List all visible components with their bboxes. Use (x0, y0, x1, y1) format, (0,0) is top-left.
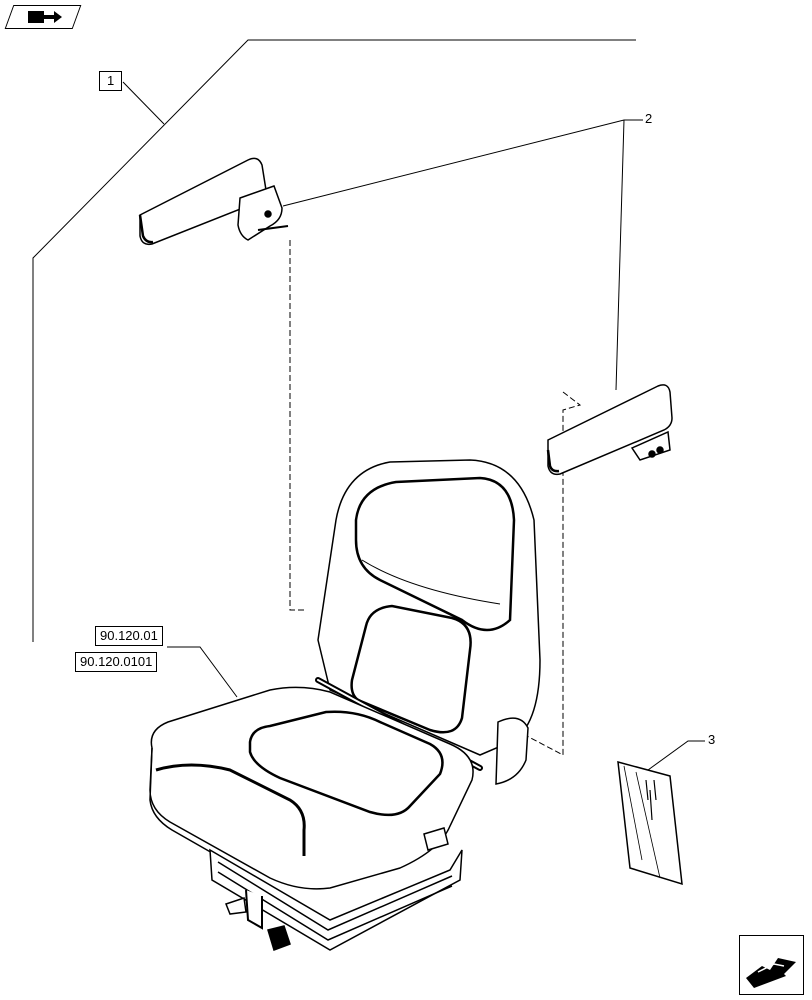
callout-item-3[interactable]: 3 (708, 732, 716, 747)
armrest-right (546, 384, 673, 476)
bracket-line-2 (615, 119, 625, 391)
seat-cushion (149, 686, 474, 890)
seat-suspension (209, 848, 463, 951)
book-arrow-icon (28, 11, 62, 23)
operator-manual (617, 760, 683, 886)
arrow-icon (746, 958, 796, 988)
assembly-dash-right (524, 391, 582, 756)
catalog-nav-icon[interactable] (4, 5, 82, 29)
assembly-dash-left (289, 240, 305, 611)
armrest-left (138, 157, 289, 246)
callout-item-1[interactable]: 1 (99, 71, 123, 91)
leader-line-3 (647, 740, 705, 771)
bracket-line-1 (32, 39, 636, 642)
reference-90-120-0101[interactable]: 90.120.0101 (75, 652, 158, 672)
leader-line-1 (122, 81, 165, 125)
callout-item-2[interactable]: 2 (645, 111, 653, 126)
seat-backrest (317, 459, 541, 785)
leader-line-ref (167, 646, 238, 698)
leader-line-2 (282, 119, 643, 207)
next-page-button[interactable] (739, 935, 804, 995)
reference-90-120-01[interactable]: 90.120.01 (95, 626, 163, 646)
